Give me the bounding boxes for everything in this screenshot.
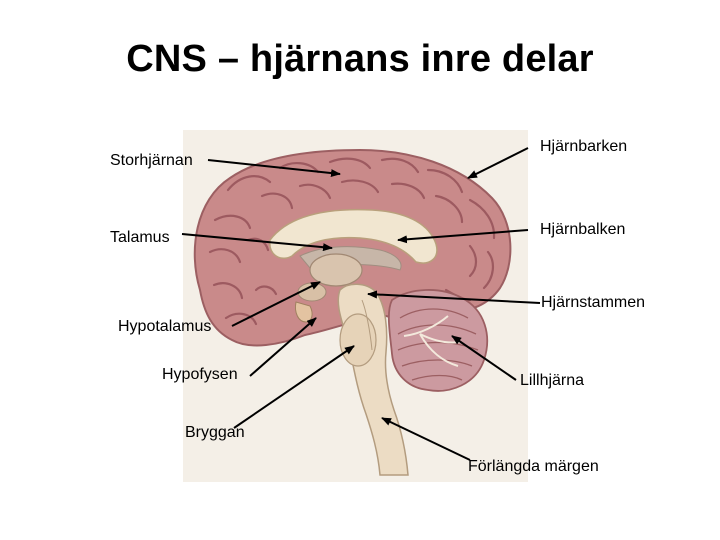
thalamus-shape xyxy=(310,254,362,286)
label-hjarnbalken: Hjärnbalken xyxy=(540,221,625,239)
label-hypofysen: Hypofysen xyxy=(162,366,238,384)
arrow-bryggan xyxy=(234,346,354,428)
label-hypotalamus: Hypotalamus xyxy=(118,318,211,336)
label-forlangda-margen: Förlängda märgen xyxy=(468,458,599,476)
label-lillhjarna: Lillhjärna xyxy=(520,372,584,390)
label-talamus: Talamus xyxy=(110,229,170,247)
label-hjarnbarken: Hjärnbarken xyxy=(540,138,627,156)
label-storhjarnan: Storhjärnan xyxy=(110,152,193,170)
label-hjarnstammen: Hjärnstammen xyxy=(541,294,645,312)
arrow-hjarnbarken xyxy=(468,148,528,178)
label-bryggan: Bryggan xyxy=(185,424,245,442)
